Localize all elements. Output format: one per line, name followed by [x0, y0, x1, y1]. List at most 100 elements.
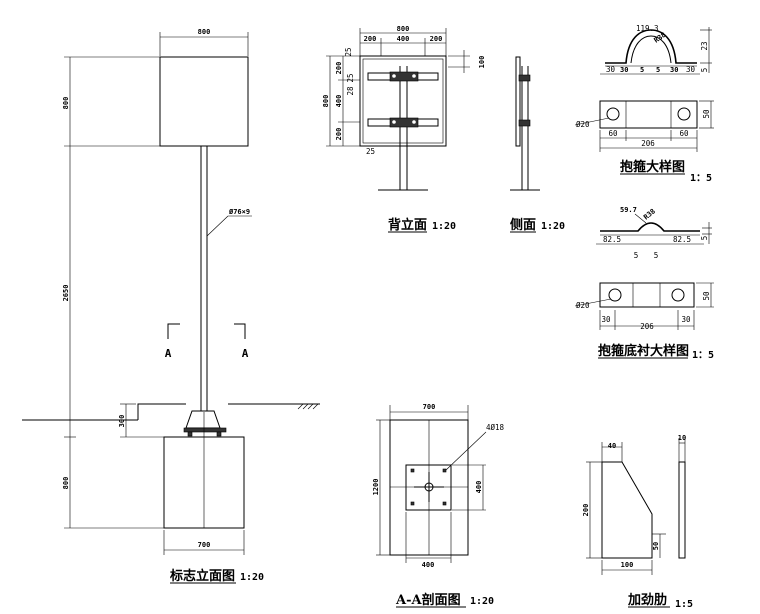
clamp-d6: 30 — [686, 65, 696, 74]
rib-w100: 100 — [621, 561, 634, 569]
clamp-strap — [605, 29, 697, 64]
lining-plate — [599, 282, 695, 308]
section-inner-w-label: 400 — [422, 561, 435, 569]
side-view: 侧面 1:20 — [510, 56, 565, 233]
side-title: 侧面 — [510, 217, 536, 233]
back-right-100: 100 — [478, 56, 486, 69]
lining-hole-left — [608, 288, 622, 302]
elevation-title: 标志立面图 — [169, 568, 235, 584]
back-h-mid: 400 — [335, 95, 343, 108]
back-small-b: 28 — [346, 86, 355, 96]
clamp-w60b: 60 — [679, 129, 689, 138]
clamp-plate — [599, 100, 698, 129]
clamp-bottom — [389, 117, 419, 128]
back-bot-25: 25 — [366, 147, 375, 156]
rib-w40: 40 — [608, 442, 616, 450]
rib-h50: 50 — [652, 542, 660, 550]
elevation-scale: 1:20 — [240, 572, 264, 583]
lining-strap — [600, 222, 700, 232]
clamp-top — [389, 71, 419, 82]
side-panel — [515, 56, 521, 147]
rib-title: 加劲肋 — [627, 592, 667, 608]
lining-right: 82.5 — [673, 235, 691, 244]
clamp-scale: 1：5 — [690, 173, 712, 184]
section-a-left-label: A — [165, 347, 172, 360]
lining-w206: 206 — [640, 322, 654, 331]
lining-left: 82.5 — [603, 235, 621, 244]
section-mark-left — [167, 323, 180, 339]
rib-t10: 10 — [678, 434, 686, 442]
section-title: A-A剖面图 — [395, 592, 461, 608]
clamp-h50: 50 — [702, 109, 711, 119]
pole-spec-label: Ø76×9 — [228, 208, 250, 216]
section-inner-label: 400 — [475, 481, 483, 494]
rib-h200: 200 — [582, 504, 590, 517]
back-title: 背立面 — [388, 217, 427, 233]
clamp-d4: 5 — [656, 66, 660, 74]
clamp-title: 抱箍大样图 — [620, 159, 685, 175]
back-scale: 1:20 — [432, 221, 456, 232]
lining-a-label: 59.7 — [620, 206, 637, 214]
section-mark-right — [234, 323, 246, 339]
lining-r38-label: R38 — [642, 207, 657, 221]
lining-hole-right — [671, 288, 685, 302]
lining-w30b: 30 — [681, 315, 691, 324]
rib-plate — [601, 461, 653, 559]
back-small-a: 25 — [346, 73, 355, 82]
side-scale: 1:20 — [541, 221, 565, 232]
panel-width-label: 800 — [198, 28, 211, 36]
back-h-bot: 200 — [335, 128, 343, 141]
lining-g2: 5 — [654, 251, 659, 260]
sign-elevation-view: 800 Ø76×9 A A 800 2650 800 — [22, 28, 320, 584]
back-width-label: 800 — [397, 25, 410, 33]
back-elevation-view: 800 200 400 200 800 200 400 200 25 25 28… — [322, 25, 486, 233]
lining-thick: 5 — [700, 236, 709, 241]
clamp-d2: 30 — [620, 66, 628, 74]
section-width-label: 700 — [423, 403, 436, 411]
clamp-hole-left — [606, 107, 620, 121]
section-aa-view: 700 1200 4Ø18 400 400 A-A剖面图 1:20 — [372, 403, 505, 608]
rib-side — [678, 461, 686, 559]
sign-panel — [159, 56, 249, 147]
clamp-detail-view: 119.3 R38 23 5 30 30 5 5 30 30 Ø20 50 — [574, 24, 714, 184]
section-a-right-label: A — [242, 347, 249, 360]
clamp-w60a: 60 — [608, 129, 618, 138]
back-top-25: 25 — [344, 47, 353, 56]
ground-offset-label: 300 — [118, 415, 126, 428]
back-panel — [359, 55, 447, 147]
clamp-d3: 5 — [640, 66, 644, 74]
lining-h50: 50 — [702, 291, 711, 301]
back-h-top: 200 — [335, 62, 343, 75]
base-stiffener — [185, 410, 221, 429]
lining-hole-label: Ø20 — [576, 301, 590, 310]
section-height-label: 1200 — [372, 479, 380, 496]
clamp-w206: 206 — [641, 139, 655, 148]
back-height-label: 800 — [322, 95, 330, 108]
clamp-d5: 30 — [670, 66, 678, 74]
clamp-hole-right — [677, 107, 691, 121]
clamp-d1: 30 — [606, 65, 616, 74]
lining-w30a: 30 — [601, 315, 611, 324]
section-scale: 1:20 — [470, 596, 494, 607]
stiffener-rib-view: 40 200 50 100 10 加劲肋 1:5 — [582, 434, 693, 610]
pole-height-label: 2650 — [62, 285, 70, 302]
section-bolts-label: 4Ø18 — [486, 423, 505, 432]
lining-detail-view: 59.7 R38 5 82.5 82.5 5 5 Ø20 50 30 206 3… — [574, 206, 714, 361]
lining-scale: 1：5 — [692, 350, 714, 361]
back-w-left: 200 — [364, 35, 377, 43]
rib-scale: 1:5 — [675, 599, 693, 610]
panel-height-label: 800 — [62, 97, 70, 110]
clamp-hole-label: Ø20 — [576, 120, 590, 129]
clamp-thick: 5 — [700, 68, 709, 73]
clamp-h23: 23 — [700, 41, 709, 50]
base-plate — [183, 427, 227, 433]
ground-hatch — [297, 403, 319, 410]
base-height-label: 800 — [62, 477, 70, 490]
lining-title: 抱箍底衬大样图 — [598, 343, 689, 359]
clamp-r-label: 119.3 — [636, 24, 659, 33]
base-width-label: 700 — [198, 541, 211, 549]
lining-g1: 5 — [634, 251, 639, 260]
back-w-mid: 400 — [397, 35, 410, 43]
back-w-right: 200 — [430, 35, 443, 43]
